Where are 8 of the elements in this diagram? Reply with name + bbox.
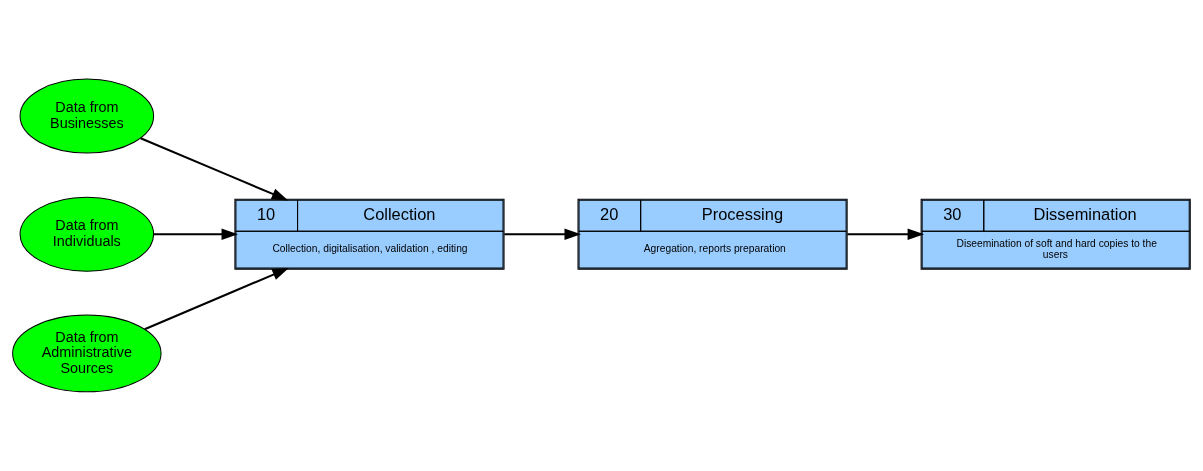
arrow — [140, 137, 289, 201]
arrow — [153, 228, 238, 240]
arrow — [504, 228, 581, 240]
node-ellipse: Data from Administrative Sources — [12, 314, 162, 393]
arrow — [144, 268, 289, 331]
arrow — [847, 228, 925, 240]
node-ellipse: Data from Businesses — [19, 78, 155, 154]
node-ellipse: Data from Individuals — [19, 196, 155, 272]
